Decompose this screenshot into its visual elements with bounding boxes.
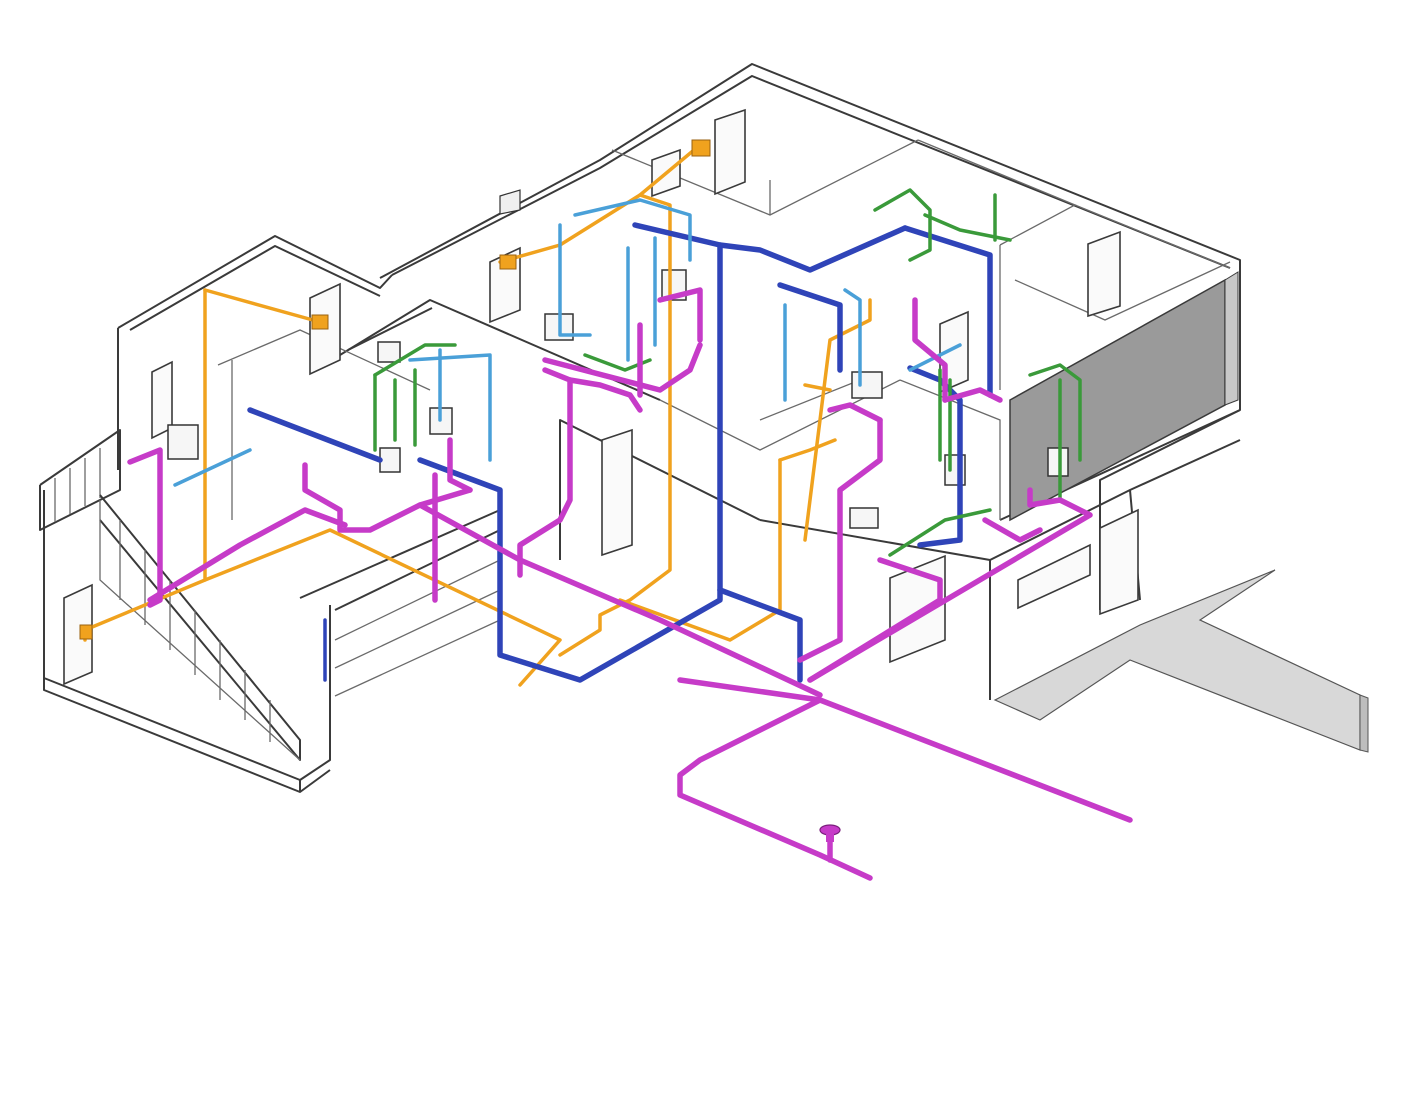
ground-slab bbox=[993, 569, 1369, 753]
cleanout-fitting bbox=[819, 824, 841, 842]
pipe-fittings bbox=[79, 139, 711, 640]
sink-fixture bbox=[377, 341, 401, 363]
door bbox=[601, 428, 633, 557]
sink-fixture bbox=[851, 371, 883, 399]
water-heater bbox=[167, 424, 199, 460]
vent-piping bbox=[373, 188, 1082, 557]
exterior-stair bbox=[39, 429, 301, 761]
window bbox=[714, 108, 746, 196]
sink-fixture bbox=[849, 507, 879, 529]
windows-and-doors bbox=[63, 108, 1139, 686]
door bbox=[63, 583, 93, 686]
sink-fixture bbox=[661, 269, 687, 301]
window bbox=[1017, 543, 1091, 610]
cold-water-piping bbox=[173, 198, 993, 683]
toilet-fixture bbox=[1047, 447, 1069, 477]
drain-waste-piping bbox=[127, 287, 1133, 881]
door bbox=[1099, 508, 1139, 616]
window bbox=[1087, 230, 1121, 318]
sink-fixture bbox=[379, 447, 401, 473]
